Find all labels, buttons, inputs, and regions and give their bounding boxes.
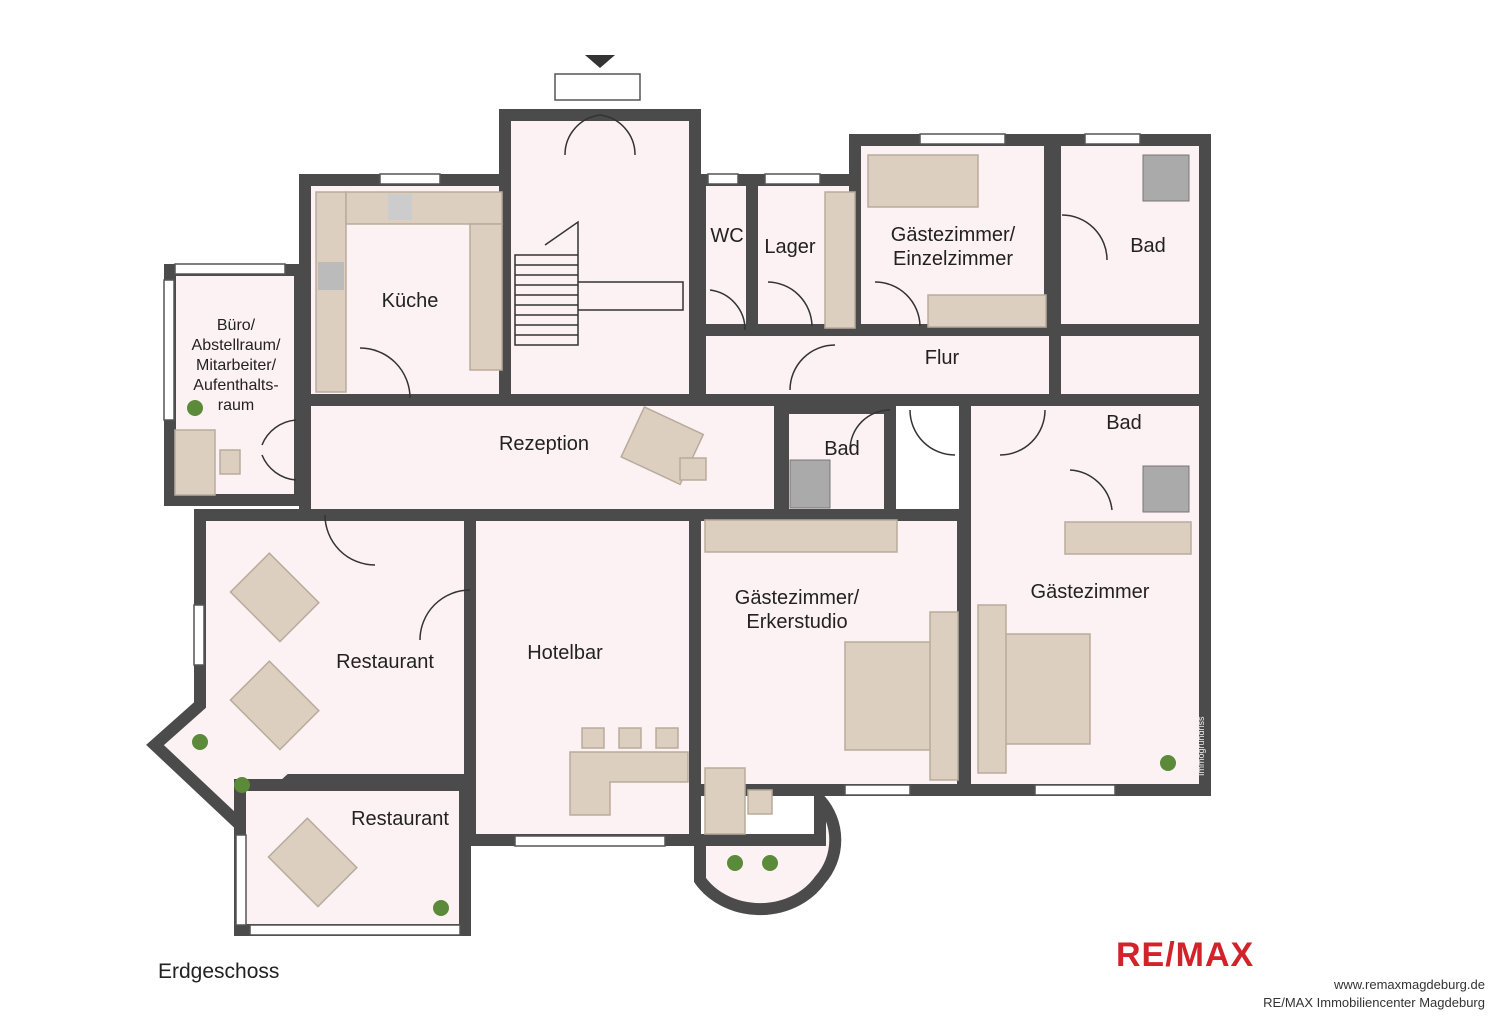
website-text: www.remaxmagdeburg.de	[1333, 977, 1485, 992]
label-buero-5: raum	[218, 397, 254, 414]
company-text: RE/MAX Immobiliencenter Magdeburg	[1263, 995, 1485, 1010]
entrance-arrow-icon	[585, 55, 615, 68]
label-buero-3: Mitarbeiter/	[196, 357, 277, 374]
label-lager: Lager	[764, 236, 815, 258]
label-bad-right: Bad	[1106, 412, 1142, 434]
rooms	[146, 109, 1211, 936]
label-hotelbar: Hotelbar	[527, 642, 603, 664]
label-buero-2: Abstellraum/	[192, 337, 281, 354]
label-restaurant-small: Restaurant	[351, 808, 449, 830]
label-erkerstudio-1: Gästezimmer/	[735, 587, 860, 609]
remax-logo: RE/MAX	[1116, 936, 1254, 974]
watermark: Immogrundriss	[1196, 716, 1206, 776]
label-einzelzimmer-2: Einzelzimmer	[893, 248, 1013, 270]
label-kueche: Küche	[382, 290, 439, 312]
label-einzelzimmer-1: Gästezimmer/	[891, 224, 1016, 246]
label-flur: Flur	[925, 347, 960, 369]
label-restaurant: Restaurant	[336, 651, 434, 673]
room-wc	[694, 174, 758, 336]
furniture	[174, 154, 1192, 908]
label-buero-4: Aufenthalts-	[193, 377, 278, 394]
room-entrance	[499, 109, 701, 411]
windows	[163, 73, 1141, 936]
room-rezeption	[299, 394, 786, 521]
staircase[interactable]	[514, 220, 684, 346]
room-flur	[694, 324, 1061, 406]
label-bad-top: Bad	[1130, 235, 1166, 257]
label-wc: WC	[710, 225, 743, 247]
floor-name: Erdgeschoss	[158, 960, 279, 983]
label-gaestezimmer: Gästezimmer	[1031, 581, 1150, 603]
label-rezeption: Rezeption	[499, 433, 589, 455]
label-bad-small: Bad	[824, 438, 860, 460]
plants	[187, 400, 1176, 916]
label-erkerstudio-2: Erkerstudio	[746, 611, 847, 633]
doors	[261, 114, 1113, 641]
label-buero-1: Büro/	[217, 317, 256, 334]
room-bay	[694, 784, 842, 916]
room-labels: Büro/ Abstellraum/ Mitarbeiter/ Aufentha…	[192, 224, 1206, 830]
